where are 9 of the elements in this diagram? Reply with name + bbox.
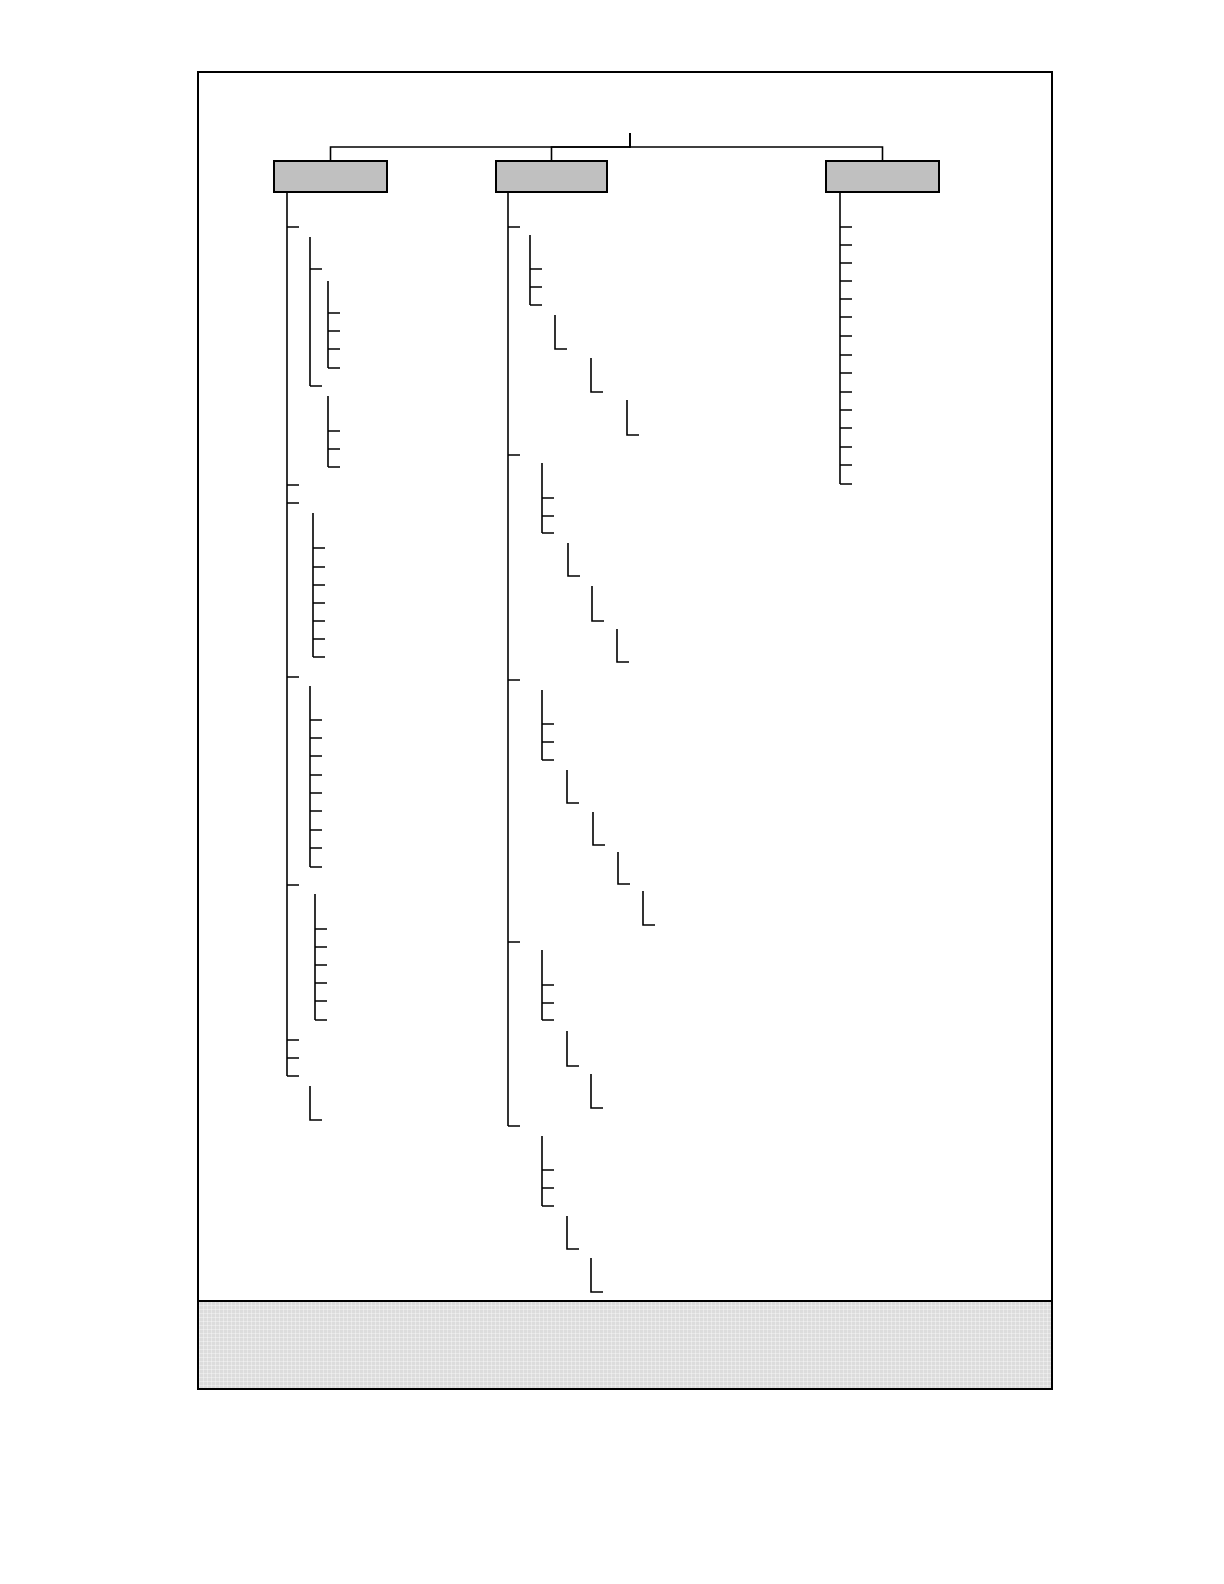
connector-line [839,192,841,485]
connector-line [507,192,509,1127]
frame-border [197,71,1053,1390]
category-box [273,160,388,193]
footer-band [197,1300,1053,1390]
category-box [825,160,940,193]
connector-line [629,132,884,161]
connector-line [286,192,288,1077]
category-box [495,160,608,193]
